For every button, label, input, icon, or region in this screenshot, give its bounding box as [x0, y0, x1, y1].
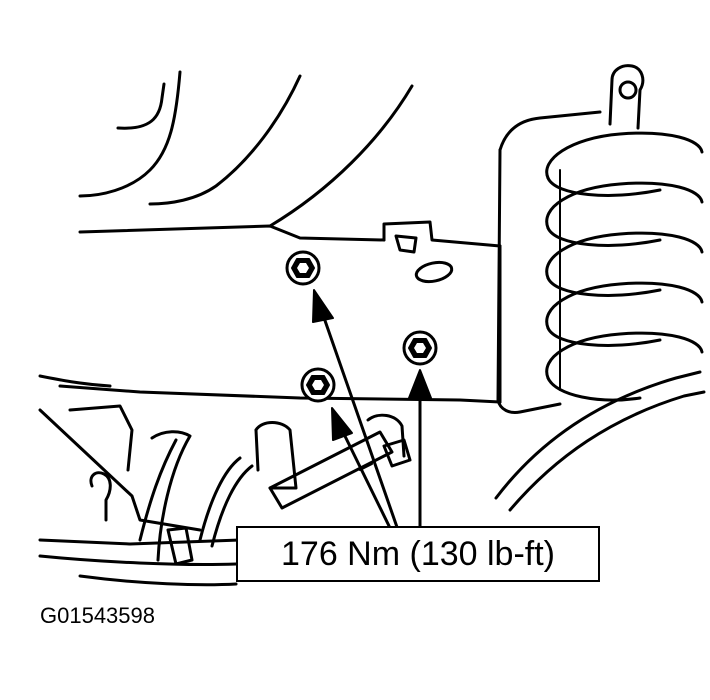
figure-id-label: G01543598 [40, 603, 155, 628]
bolt-head-upper [285, 250, 321, 286]
upper-body-panel [78, 70, 414, 228]
bolt-head-right [402, 330, 438, 366]
leader-arrow-lower [331, 407, 394, 534]
bolt-head-lower [300, 367, 336, 403]
axle-bracket-assembly [38, 404, 298, 587]
coil-spring [496, 64, 704, 414]
shaft-bar [268, 413, 412, 510]
leader-arrow-upper [312, 289, 400, 532]
torque-specification-label: 176 Nm (130 lb-ft) [236, 526, 600, 582]
leader-arrow-right [408, 369, 432, 532]
curved-line-tube [494, 370, 706, 512]
frame-crossmember [38, 220, 502, 404]
